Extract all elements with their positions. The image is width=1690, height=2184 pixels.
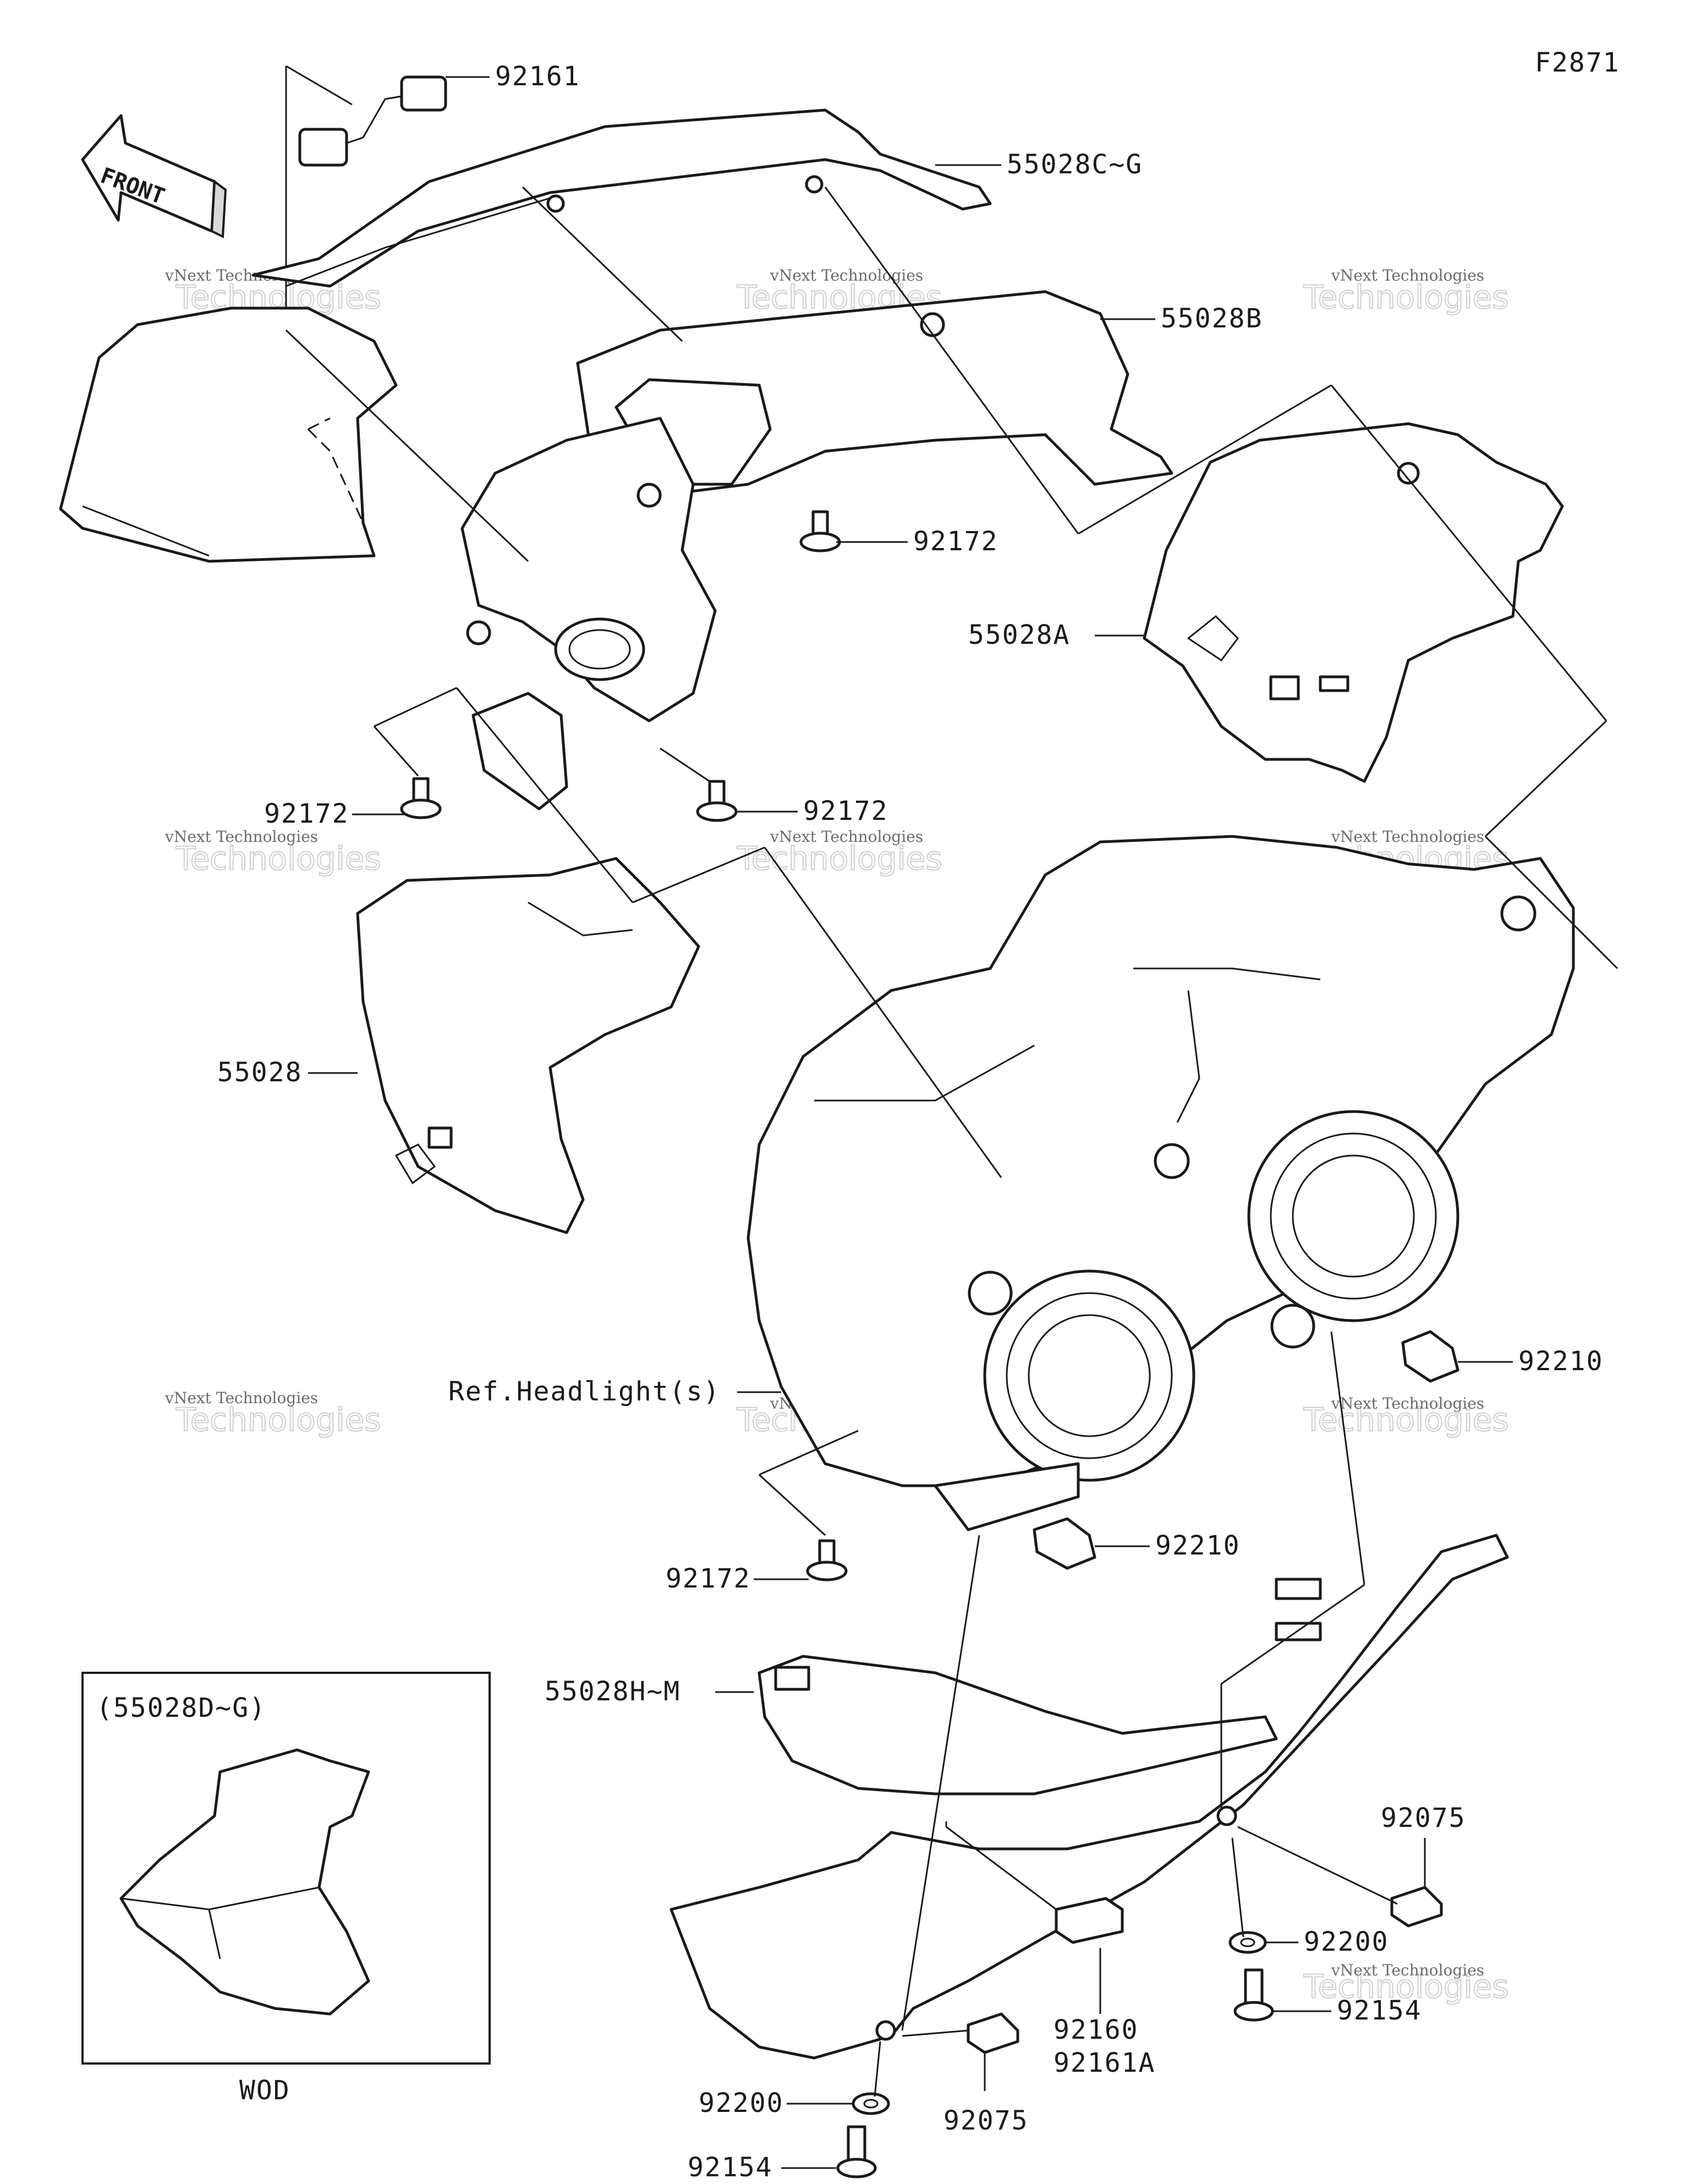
label-92200-a: 92200 (1304, 1926, 1389, 1957)
svg-text:Technologies: Technologies (1303, 1401, 1509, 1438)
label-92172-b: 92172 (264, 798, 349, 829)
svg-text:Technologies: Technologies (1303, 278, 1509, 316)
bolt-92172-b (400, 777, 442, 819)
washer-92200-a (1228, 1931, 1267, 1954)
label-92172-d: 92172 (666, 1563, 751, 1594)
label-92160: 92160 (1053, 2015, 1139, 2045)
inset-caption: WOD (239, 2075, 290, 2106)
bolt-92154-b (836, 2125, 877, 2178)
nut-92210-a (1401, 1330, 1459, 1383)
svg-text:Technologies: Technologies (175, 1401, 381, 1438)
inset-title: (55028D~G) (96, 1693, 266, 1723)
label-55028A: 55028A (968, 620, 1070, 650)
bolt-92172-c (696, 780, 738, 822)
svg-text:vNext Technologies: vNext Technologies (1331, 266, 1484, 284)
front-arrow-icon: FRONT (81, 114, 227, 239)
diagram-code: F2871 (1535, 47, 1620, 78)
label-92172-c: 92172 (803, 796, 888, 826)
label-55028CG: 55028C~G (1007, 149, 1143, 180)
label-ref-headlight: Ref.Headlight(s) (448, 1376, 720, 1407)
label-92210-a: 92210 (1518, 1346, 1604, 1377)
grommet-92075-b (967, 2012, 1019, 2054)
svg-text:Technologies: Technologies (737, 840, 942, 877)
label-92154-b: 92154 (688, 2152, 773, 2183)
label-92154-a: 92154 (1337, 1995, 1422, 2026)
connector-92161 (285, 65, 447, 330)
label-92161A: 92161A (1053, 2048, 1155, 2078)
side-cover-55028 (356, 857, 700, 1234)
label-55028HM: 55028H~M (545, 1676, 681, 1707)
headlight-assembly (747, 835, 1575, 1531)
bolt-92172-a (799, 510, 841, 552)
label-92172-a: 92172 (913, 526, 998, 557)
svg-text:vNext Technologies: vNext Technologies (164, 828, 318, 846)
bolt-92172-d (806, 1539, 848, 1581)
side-screen (59, 306, 398, 563)
svg-text:Technologies: Technologies (175, 840, 381, 877)
inner-cowl (460, 417, 717, 811)
label-55028B: 55028B (1161, 303, 1263, 334)
windscreen-55028CG (251, 108, 992, 288)
label-92200-b: 92200 (699, 2088, 784, 2119)
label-92161: 92161 (495, 61, 580, 92)
svg-text:vNext Technologies: vNext Technologies (1331, 1394, 1484, 1413)
label-55028: 55028 (217, 1057, 303, 1088)
svg-text:vNext Technologies: vNext Technologies (770, 828, 923, 846)
inset-55028DG: (55028D~G) WOD (81, 1672, 491, 2106)
svg-text:Technologies: Technologies (1303, 1968, 1509, 2005)
bolt-92154-a (1233, 1968, 1274, 2022)
grommet-92075-a (1390, 1886, 1443, 1928)
nut-92210-b (1033, 1517, 1096, 1570)
label-92075-a: 92075 (1381, 1803, 1466, 1833)
svg-text:vNext Technologies: vNext Technologies (770, 266, 923, 284)
cover-55028A (1143, 422, 1564, 783)
washer-92200-b (852, 2092, 890, 2115)
part-labels: 92161 55028C~G 55028B 92172 55028A 92172… (217, 61, 1604, 2183)
label-92210-b: 92210 (1155, 1530, 1241, 1561)
pad-92160 (1055, 1897, 1124, 1944)
svg-text:vNext Technologies: vNext Technologies (1331, 828, 1484, 846)
lower-cowl-55028HM (670, 1534, 1509, 2060)
svg-text:vNext Technologies: vNext Technologies (1331, 1961, 1484, 1979)
label-92075-b: 92075 (943, 2105, 1029, 2136)
leader-lines (285, 76, 1618, 2169)
svg-text:vNext Technologies: vNext Technologies (164, 1389, 318, 1407)
